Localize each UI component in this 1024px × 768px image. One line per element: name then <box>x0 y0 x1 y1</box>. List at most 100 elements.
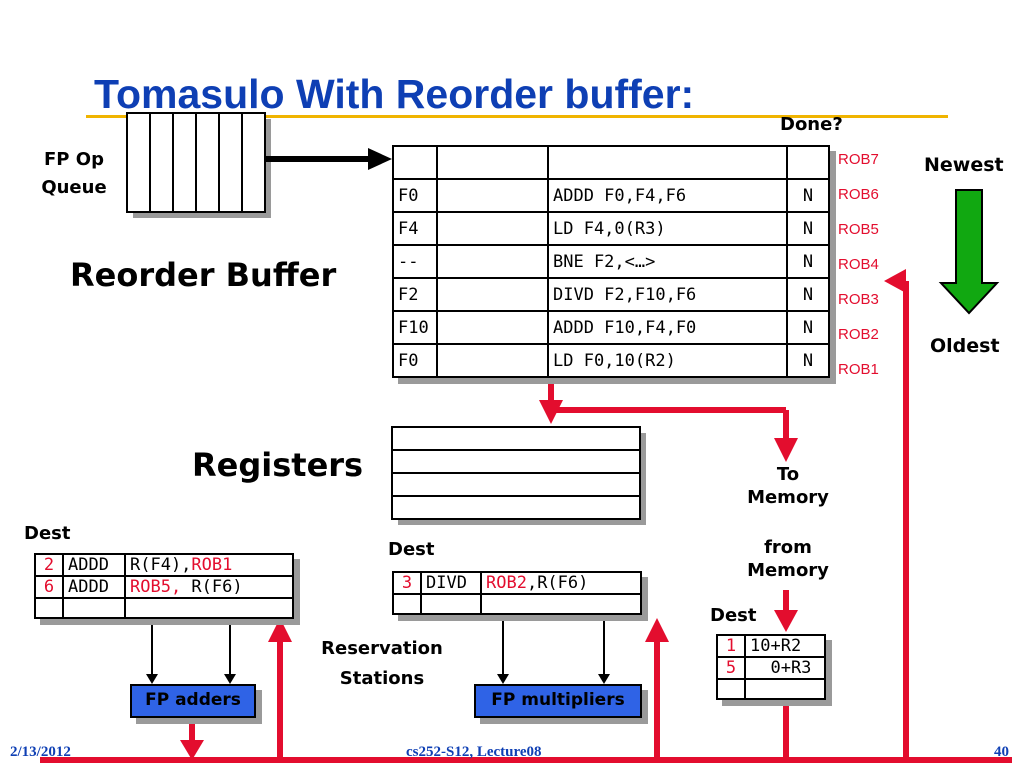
rob-dest-cell: F0 <box>392 178 438 213</box>
rs-src2: ROB1 <box>191 555 233 575</box>
rob-instr-cell: LD F4,0(R3) <box>547 211 788 246</box>
footer-page: 40 <box>994 744 1009 760</box>
ld-addr-cell: 10+R2 <box>744 634 826 658</box>
rob-instr-cell: BNE F2,<…> <box>547 244 788 279</box>
footer-date: 2/13/2012 <box>10 744 71 760</box>
ld-dest-cell: 1 <box>716 634 746 658</box>
common-data-bus <box>40 281 1012 763</box>
rs-operands-cell: ROB2,R(F6) <box>480 571 642 595</box>
rob-dest-cell: F4 <box>392 211 438 246</box>
rob-id-label: ROB3 <box>838 291 879 308</box>
rob-entry: -- BNE F2,<…>N <box>392 244 830 279</box>
rob-id-label: ROB7 <box>838 151 879 168</box>
rs-src1: ROB2 <box>486 573 527 593</box>
rs-operands-cell <box>480 593 642 615</box>
to-memory-line1: To <box>776 464 800 485</box>
rs-src2: ,R(F6) <box>526 573 589 593</box>
ld-dest-cell: 5 <box>716 656 746 680</box>
rs-operands-cell: ROB5, R(F6) <box>124 575 294 599</box>
fp-multipliers-unit: FP multipliers <box>474 684 642 718</box>
rob-value-cell <box>436 211 549 246</box>
fp-op-queue-label-line2: Queue <box>41 177 107 198</box>
rs-dest-cell <box>392 593 422 615</box>
rob-done-cell: N <box>786 310 830 345</box>
ld-addr-cell: 0+R3 <box>744 656 826 680</box>
rob-entry: F4 LD F4,0(R3)N <box>392 211 830 246</box>
rob-id-label: ROB2 <box>838 326 879 343</box>
rob-instr-cell: LD F0,10(R2) <box>547 343 788 378</box>
rob-dest-cell: F0 <box>392 343 438 378</box>
rob-value-cell <box>436 310 549 345</box>
rob-value-cell <box>436 244 549 279</box>
rob-instr-cell <box>547 145 788 180</box>
rob-dest-cell <box>392 145 438 180</box>
rob-value-cell <box>436 343 549 378</box>
rs-dest-cell <box>34 597 64 619</box>
rob-done-cell: N <box>786 178 830 213</box>
to-memory-label: To Memory <box>730 463 846 509</box>
from-memory-label: from Memory <box>730 536 846 582</box>
rs-dest-cell: 3 <box>392 571 422 595</box>
fp-op-queue-label: FP Op Queue <box>30 146 118 202</box>
rs-src1: R(F4), <box>130 555 192 575</box>
rob-instr-cell: ADDD F10,F4,F0 <box>547 310 788 345</box>
oldest-label: Oldest <box>930 335 1000 357</box>
rob-entry: F0 LD F0,10(R2)N <box>392 343 830 378</box>
reservation-stations-line1: Reservation <box>321 638 443 659</box>
rs-src2: R(F6) <box>181 577 243 597</box>
title-rule <box>86 115 948 118</box>
fp-op-queue-label-line1: FP Op <box>44 149 104 170</box>
rob-dest-cell: -- <box>392 244 438 279</box>
load-buffer-entry: 5 0+R3 <box>716 656 826 680</box>
rs-dest-cell: 2 <box>34 553 64 577</box>
ld-dest-cell <box>716 678 746 700</box>
rob-value-cell <box>436 145 549 180</box>
rs-op-cell <box>420 593 482 615</box>
rob-instr-cell: ADDD F0,F4,F6 <box>547 178 788 213</box>
rob-done-cell: N <box>786 211 830 246</box>
rs-op-cell: ADDD <box>62 553 126 577</box>
reorder-buffer-label: Reorder Buffer <box>70 256 337 294</box>
queue-to-rob-arrow <box>265 148 392 170</box>
newest-label: Newest <box>924 154 1004 176</box>
rs-op-cell <box>62 597 126 619</box>
rob-id-label: ROB6 <box>838 186 879 203</box>
done-header: Done? <box>780 114 843 135</box>
adders-rs-entry <box>34 597 294 619</box>
rs-op-cell: DIVD <box>420 571 482 595</box>
rob-id-label: ROB4 <box>838 256 879 273</box>
rs-operands-cell: R(F4),ROB1 <box>124 553 294 577</box>
rob-done-cell: N <box>786 244 830 279</box>
registers-label: Registers <box>192 446 364 484</box>
fp-adders-unit: FP adders <box>130 684 256 718</box>
rob-id-label: ROB5 <box>838 221 879 238</box>
rob-id-label: ROB1 <box>838 361 879 378</box>
reservation-stations-label: Reservation Stations <box>304 634 460 694</box>
load-dest-header: Dest <box>710 605 757 626</box>
load-buffer-entry <box>716 678 826 700</box>
ld-addr-cell <box>744 678 826 700</box>
rs-operands-cell <box>124 597 294 619</box>
fp-op-queue <box>126 112 271 218</box>
rs-src1: ROB5, <box>130 577 182 597</box>
slide-title: Tomasulo With Reorder buffer: <box>94 71 695 117</box>
rob-done-cell <box>786 145 830 180</box>
rs-dest-cell: 6 <box>34 575 64 599</box>
from-memory-line1: from <box>764 537 812 558</box>
rob-entry <box>392 145 830 180</box>
rob-done-cell: N <box>786 343 830 378</box>
mult-rs-entry <box>392 593 642 615</box>
rs-op-cell: ADDD <box>62 575 126 599</box>
mult-dest-header: Dest <box>388 539 435 560</box>
